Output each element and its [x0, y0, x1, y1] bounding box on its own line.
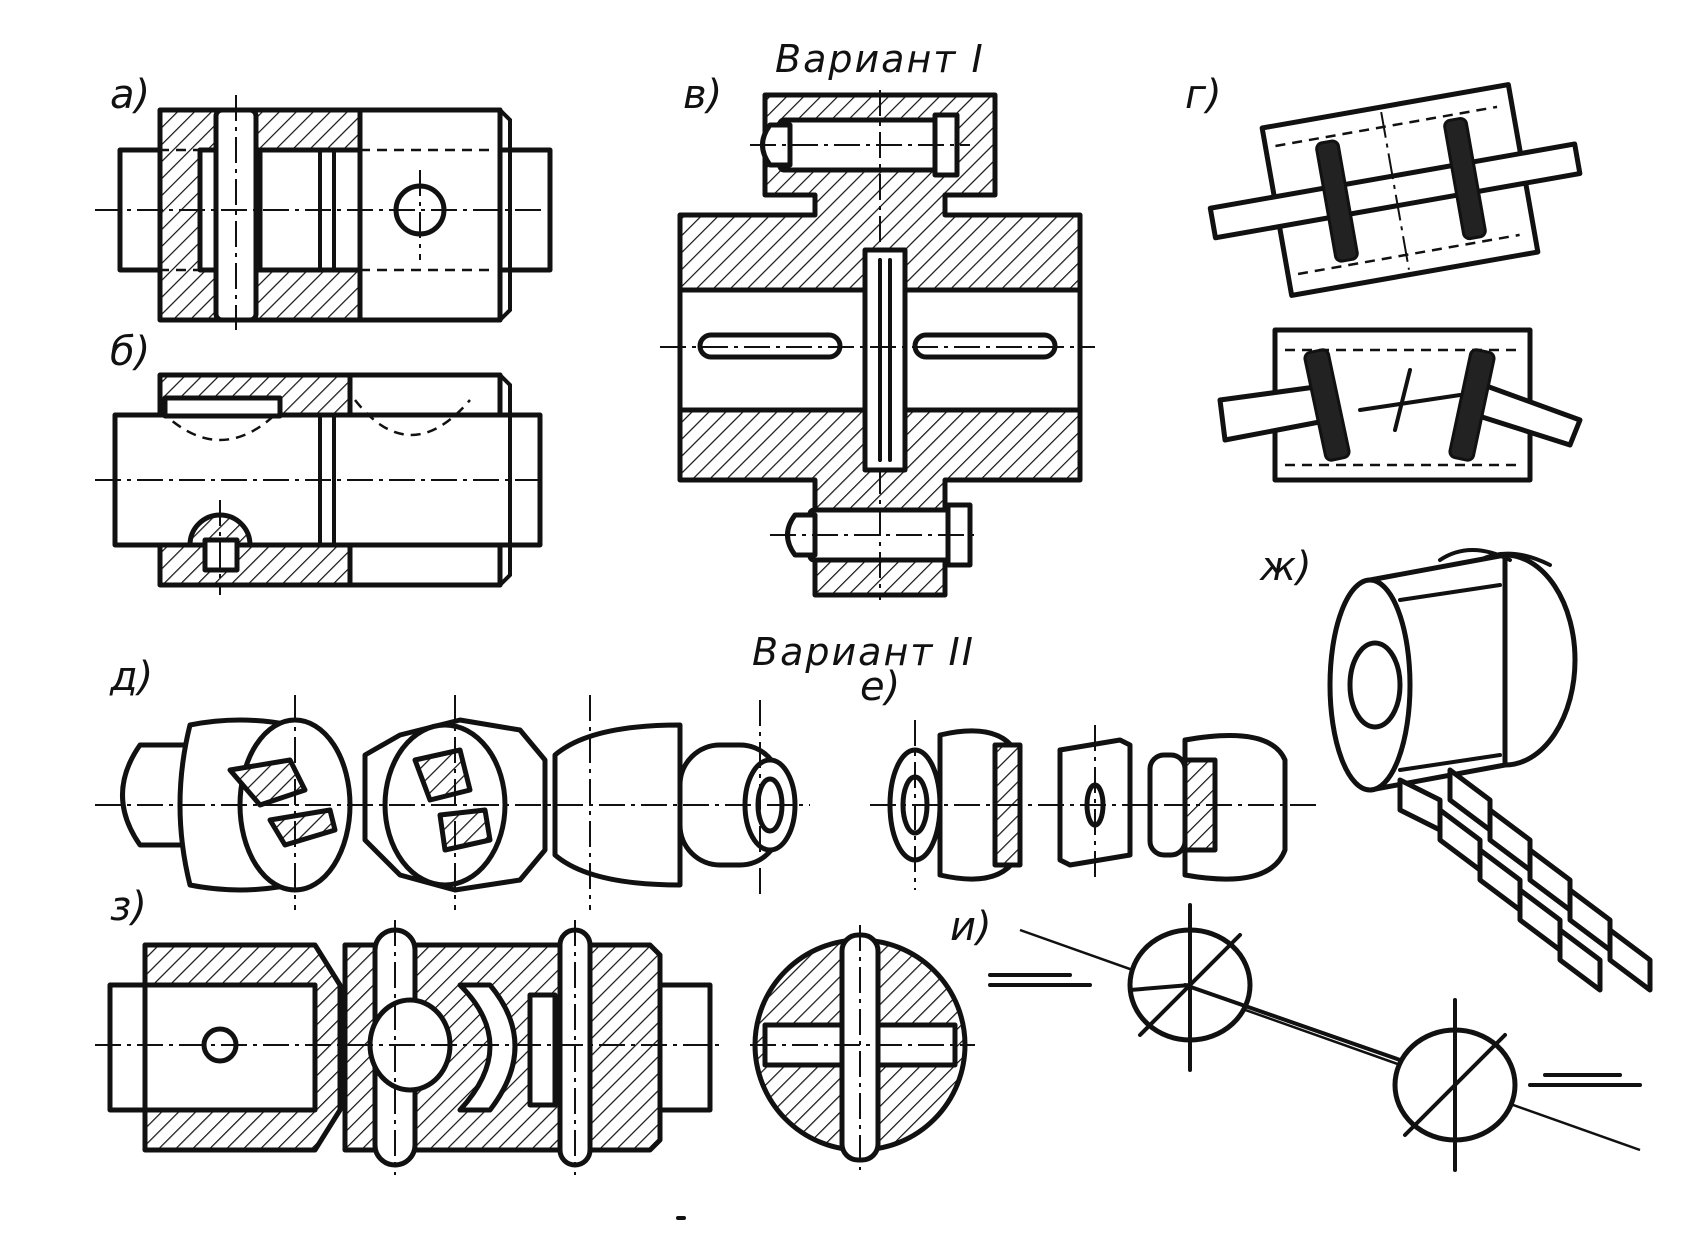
- label-a: а): [110, 72, 150, 118]
- figure-e-jaw-coupling-square-insert: [870, 720, 1320, 890]
- label-e: е): [860, 664, 900, 710]
- label-b: б): [110, 329, 150, 375]
- figure-b-key-sleeve-coupling: [95, 372, 545, 595]
- figure-g-floating-disc-coupling: [1207, 82, 1583, 483]
- chain-strand: [1397, 767, 1653, 993]
- figure-a-pin-sleeve-coupling: [95, 95, 553, 330]
- figure-zh-chain-coupling: [1327, 548, 1653, 993]
- figure-z-pin-coupling-sections: [95, 920, 975, 1175]
- label-z: з): [110, 884, 147, 930]
- label-zh: ж): [1259, 544, 1312, 590]
- label-g: г): [1185, 72, 1222, 118]
- figure-d-jaw-coupling-exploded: [95, 695, 810, 910]
- label-d: д): [109, 654, 153, 700]
- label-i: и): [950, 904, 992, 950]
- figure-i-cardan-joint-scheme: [988, 903, 1642, 1172]
- figure-v-flange-coupling: [660, 90, 1095, 600]
- variant-1-title: Вариант I: [775, 37, 985, 81]
- variant-2-title: Вариант II: [752, 630, 975, 674]
- label-v: в): [683, 72, 722, 118]
